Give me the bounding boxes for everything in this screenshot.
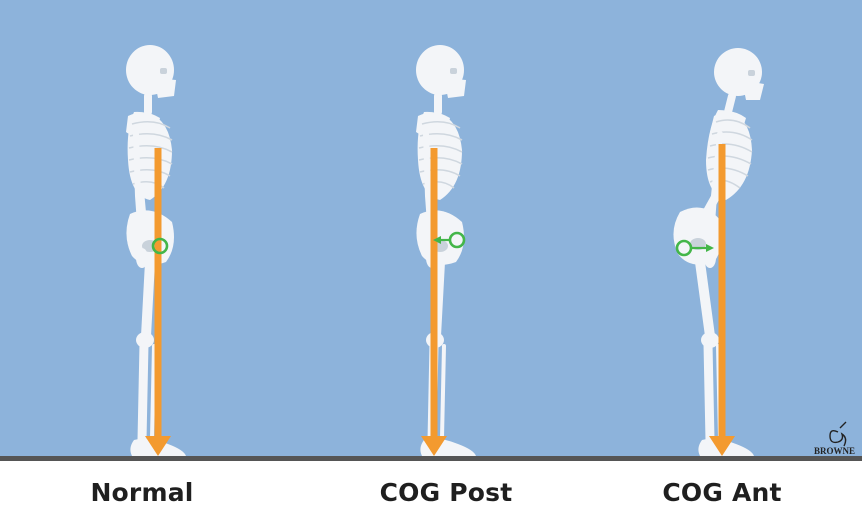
caption-normal: Normal: [90, 478, 193, 507]
logo-text: BROWNE: [814, 446, 855, 456]
ground-line: [0, 456, 862, 461]
caption-cog-post: COG Post: [380, 478, 513, 507]
caption-cog-ant: COG Ant: [662, 478, 781, 507]
